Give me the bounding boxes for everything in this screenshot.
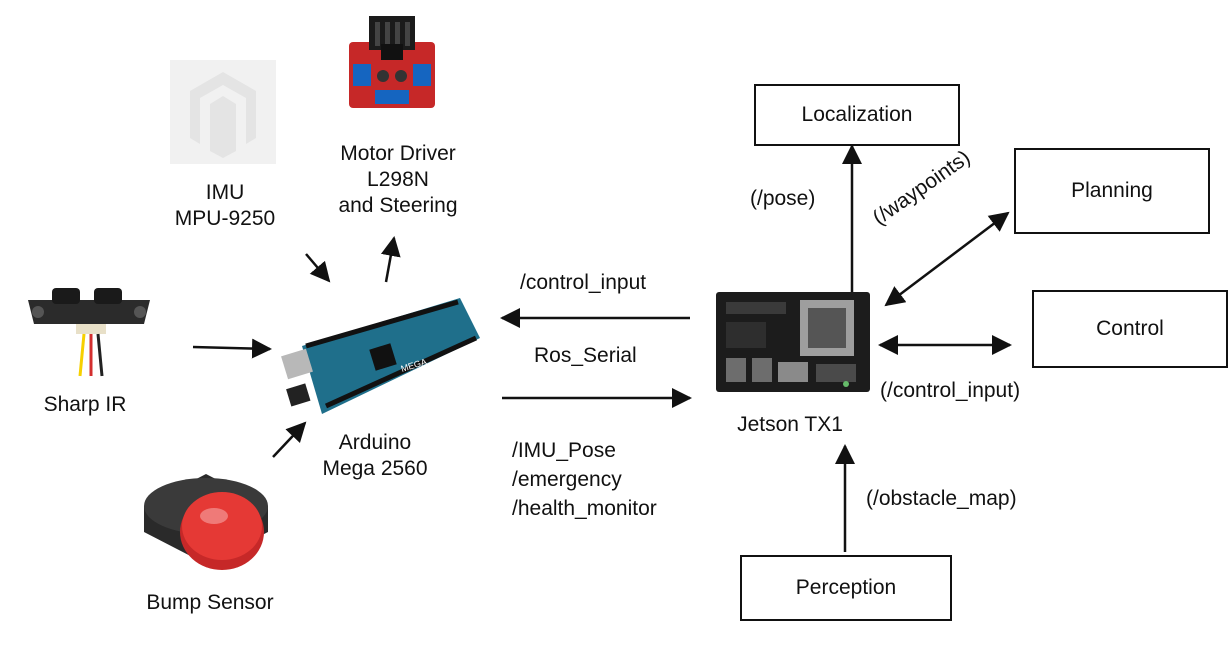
jetson-board-icon xyxy=(716,292,870,392)
bump-button-icon xyxy=(144,474,268,570)
localization-label: Localization xyxy=(801,103,913,126)
ros-serial-label: Ros_Serial xyxy=(534,344,637,367)
planning-box: Planning xyxy=(1014,148,1210,234)
localization-box: Localization xyxy=(754,84,960,146)
imu-label-line1: IMU xyxy=(205,181,245,204)
arduino-label: Arduino Mega 2560 xyxy=(300,430,450,482)
control-input-left-label: /control_input xyxy=(520,271,647,294)
imu-logo-icon xyxy=(170,60,276,164)
imu-label-line2: MPU-9250 xyxy=(174,207,276,230)
obstacle-map-label: (/obstacle_map) xyxy=(866,487,1017,510)
up-topic-health-monitor: /health_monitor xyxy=(512,497,657,520)
up-topics-label: /IMU_Pose /emergency /health_monitor xyxy=(512,436,657,523)
arrow-sharp-ir-to-arduino xyxy=(192,338,272,359)
up-topic-emergency: /emergency xyxy=(512,468,622,491)
arduino-label-line2: Mega 2560 xyxy=(322,457,428,480)
imu-label: IMU MPU-9250 xyxy=(165,180,285,232)
jetson-label: Jetson TX1 xyxy=(737,413,843,436)
motor-driver-line2: L298N xyxy=(367,168,429,191)
up-topic-imu-pose: /IMU_Pose xyxy=(512,439,616,462)
perception-box: Perception xyxy=(740,555,952,621)
bump-sensor-label: Bump Sensor xyxy=(146,591,274,614)
sharp-ir-label: Sharp IR xyxy=(43,393,127,416)
motor-driver-line1: Motor Driver xyxy=(340,142,456,165)
control-box: Control xyxy=(1032,290,1228,368)
sharp-ir-sensor-icon xyxy=(28,288,150,377)
control-input-right-label: (/control_input) xyxy=(880,379,1021,402)
pose-label: (/pose) xyxy=(750,187,816,210)
planning-label: Planning xyxy=(1071,179,1153,202)
arrow-imu-to-arduino xyxy=(305,253,331,283)
arrow-arduino-to-motor xyxy=(380,236,401,283)
control-label: Control xyxy=(1096,317,1164,340)
motor-driver-board-icon xyxy=(349,16,435,108)
arduino-label-line1: Arduino xyxy=(338,431,412,454)
motor-driver-line3: and Steering xyxy=(338,194,458,217)
arduino-board-icon: MEGA xyxy=(281,298,480,414)
perception-label: Perception xyxy=(795,576,897,599)
arrow-jetson-planning xyxy=(884,211,1010,307)
arrow-bump-to-arduino xyxy=(272,421,307,458)
motor-driver-label: Motor Driver L298N and Steering xyxy=(318,141,478,219)
